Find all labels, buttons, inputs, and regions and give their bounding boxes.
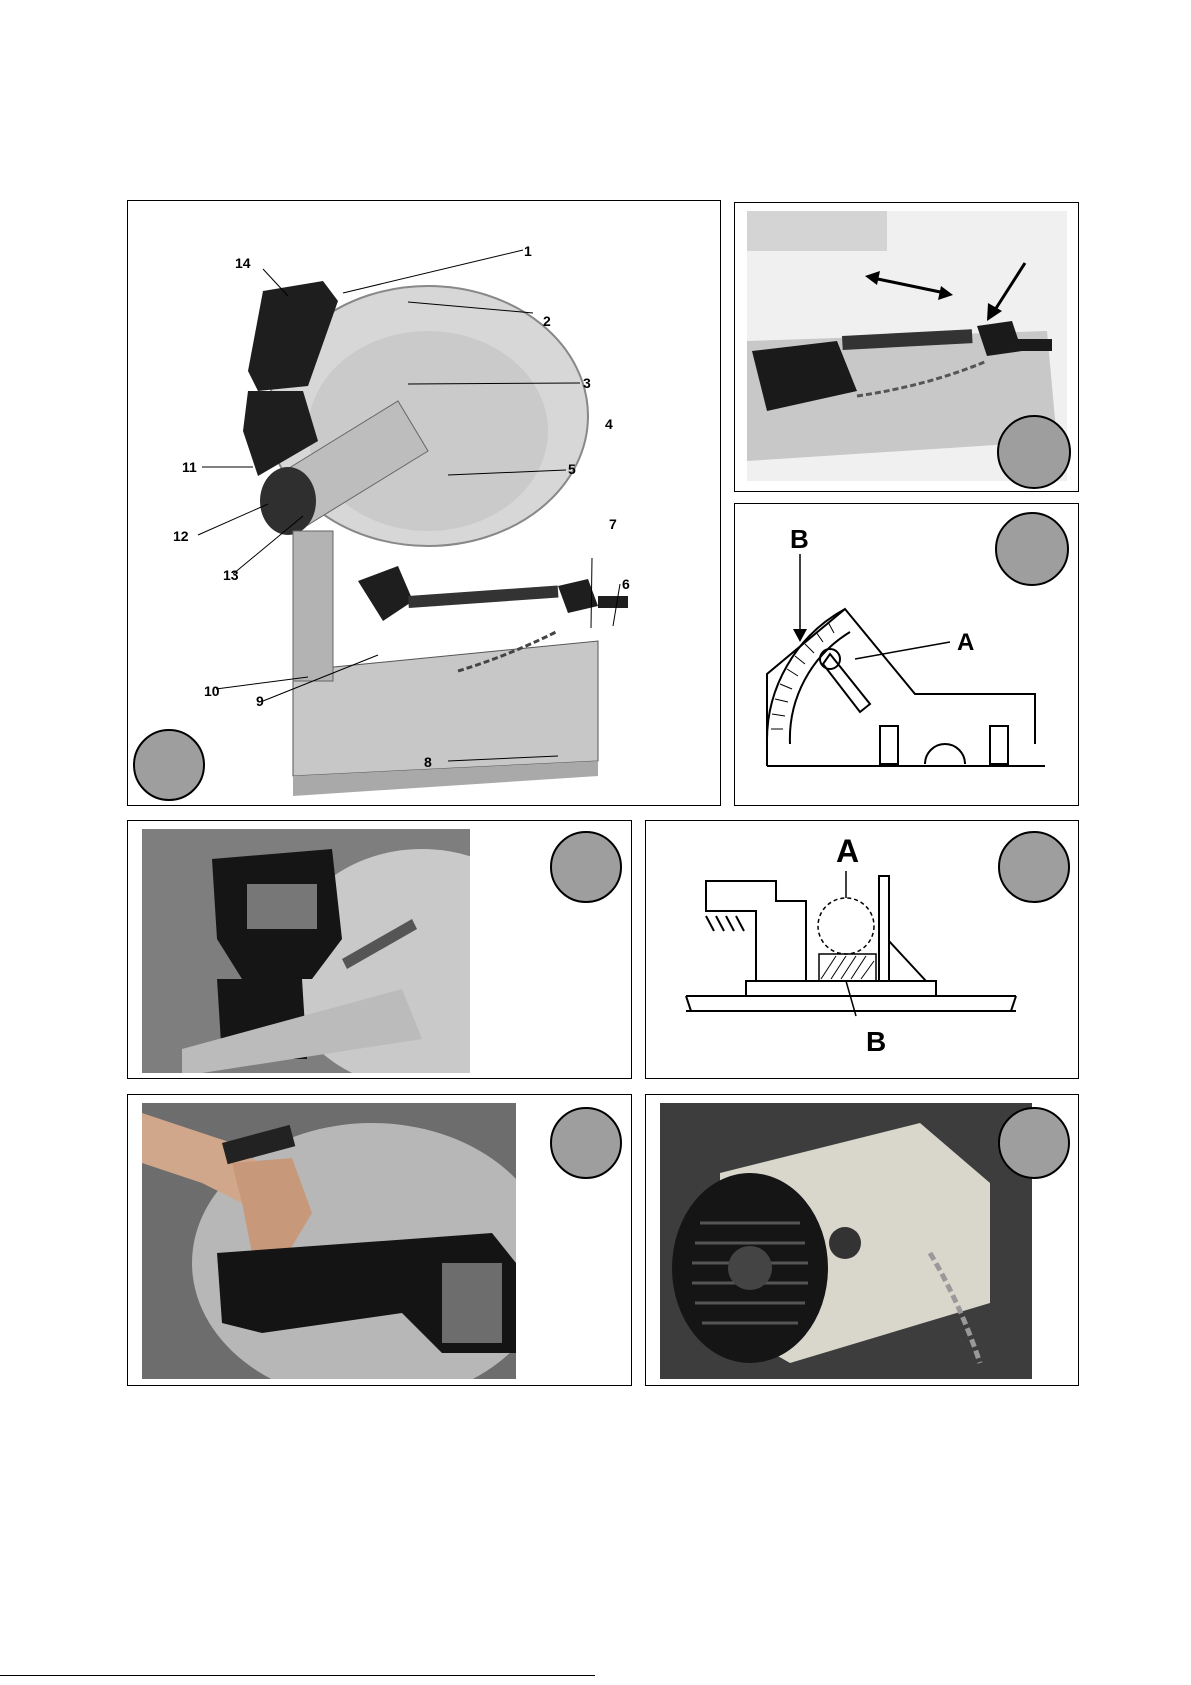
figure-number-badge: [998, 831, 1070, 903]
callout-10: 10: [204, 683, 220, 699]
handle-photo: [142, 829, 470, 1073]
callout-7: 7: [609, 516, 617, 532]
figure-number-badge: [133, 729, 205, 801]
callout-8: 8: [424, 754, 432, 770]
figure-1-panel: 1 2 3 4 4 5 6 7 8 9 10 11 12 13 14: [127, 200, 721, 806]
cut-off-saw-illustration: [128, 201, 721, 806]
figure-3-panel: A B: [734, 503, 1079, 806]
figure-number-badge: [998, 1107, 1070, 1179]
callout-5-label: 5: [568, 461, 576, 477]
callout-2: 2: [543, 313, 551, 329]
label-b: B: [790, 524, 809, 555]
callout-3: 3: [583, 375, 591, 391]
hand-grip-photo: [142, 1103, 516, 1379]
callout-6: 6: [622, 576, 630, 592]
figure-number-badge: [995, 512, 1069, 586]
label-a: A: [957, 629, 974, 657]
figure-2-panel: [734, 202, 1079, 492]
callout-4: 4: [605, 416, 613, 432]
motor-closeup-photo: [660, 1103, 1032, 1379]
footer-rule: [0, 1675, 595, 1676]
callout-1: 1: [524, 243, 532, 259]
figure-number-badge: [550, 831, 622, 903]
figure-7-panel: [645, 1094, 1079, 1386]
figure-number-badge: [997, 415, 1071, 489]
callout-11: 11: [182, 459, 197, 475]
callout-14: 14: [235, 255, 251, 271]
label-a: A: [836, 833, 859, 870]
figure-5-panel: A B: [645, 820, 1079, 1079]
callout-13: 13: [223, 567, 239, 583]
label-b: B: [866, 1026, 886, 1058]
callout-9: 9: [256, 693, 264, 709]
figure-4-panel: [127, 820, 632, 1079]
figure-6-panel: [127, 1094, 632, 1386]
callout-12: 12: [173, 528, 189, 544]
figure-number-badge: [550, 1107, 622, 1179]
